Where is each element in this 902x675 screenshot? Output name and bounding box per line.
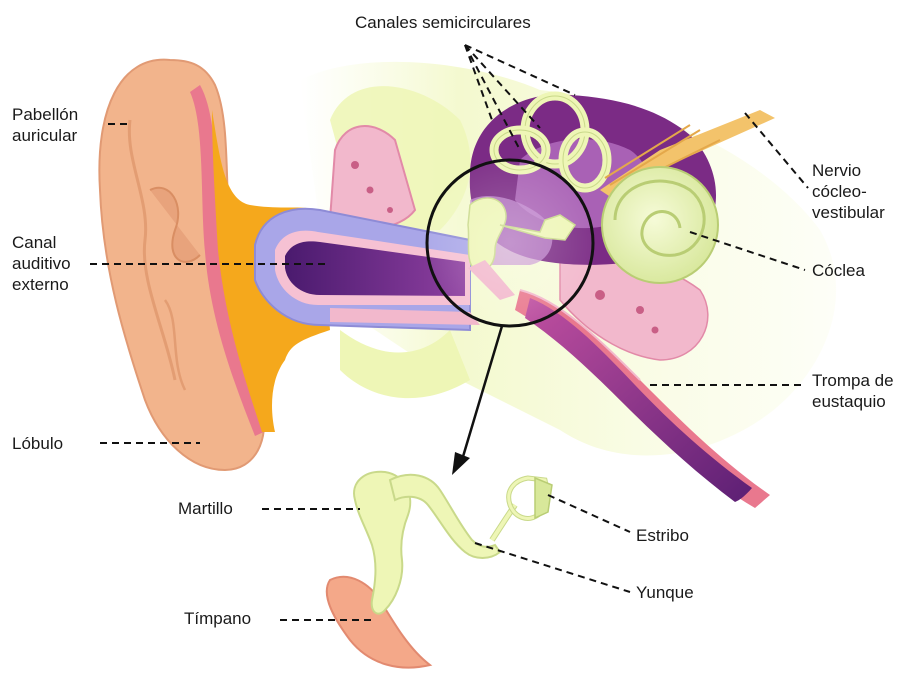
leader-yunque [475,543,630,592]
label-trompa-de-eustaquio: Trompa de eustaquio [812,370,894,412]
label-estribo: Estribo [636,525,689,546]
label-yunque: Yunque [636,582,694,603]
label-lobulo: Lóbulo [12,433,63,454]
label-martillo: Martillo [178,498,233,519]
label-coclea: Cóclea [812,260,865,281]
leader-estribo [548,495,630,532]
label-canales-semicirculares: Canales semicirculares [355,12,531,33]
label-pabellon-auricular: Pabellón auricular [12,104,78,146]
label-nervio-cocleo-vestibular: Nervio cócleo- vestibular [812,160,885,223]
label-timpano: Tímpano [184,608,251,629]
ossicles-enlarged [327,472,552,668]
label-canal-auditivo-externo: Canal auditivo externo [12,232,71,295]
